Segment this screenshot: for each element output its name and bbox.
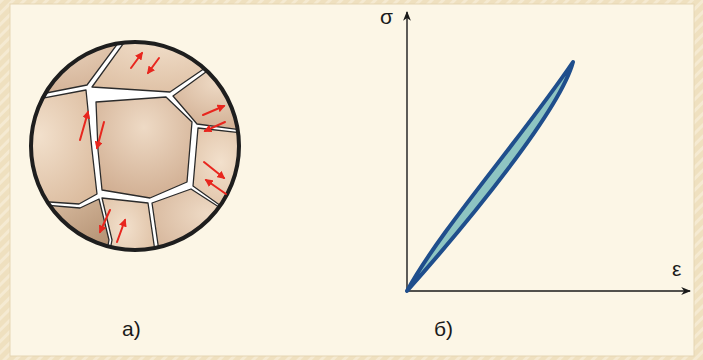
panel-label: а): [122, 318, 141, 339]
axis-label: ε: [672, 258, 681, 279]
grains: [0, 0, 262, 272]
sample-outline: [31, 42, 239, 250]
axes: [407, 12, 690, 291]
stress-arrows: [80, 53, 226, 242]
hysteresis-loop: [407, 62, 573, 291]
panel: [10, 4, 694, 356]
panel-label: б): [434, 318, 453, 339]
axis-label: σ: [380, 6, 393, 27]
